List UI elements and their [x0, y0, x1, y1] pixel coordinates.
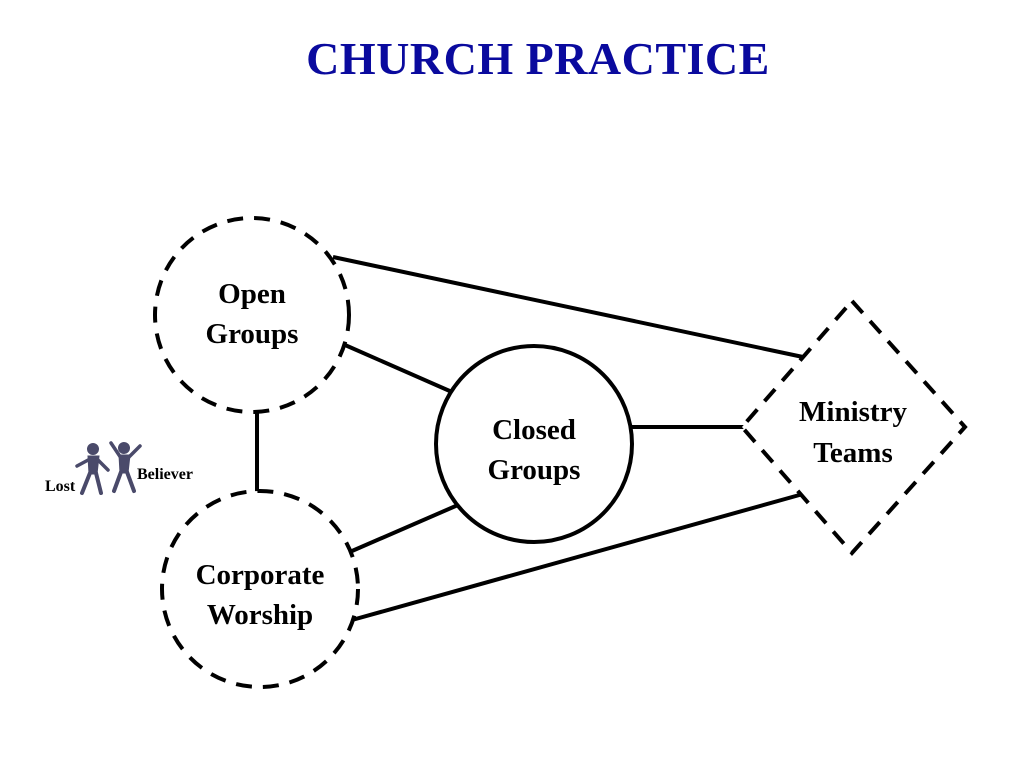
corporate-worship-node: Corporate Worship [160, 489, 360, 689]
connector-worship-to-closed [351, 503, 459, 553]
connector-open-to-closed [344, 343, 453, 394]
corporate-worship-label-line1: Corporate [196, 559, 325, 591]
open-groups-label-line2: Groups [206, 318, 299, 350]
connector-worship-to-ministry [351, 492, 804, 622]
lost-figure-icon [75, 443, 110, 495]
connector-open-to-ministry [332, 255, 804, 359]
open-groups-node: Open Groups [153, 216, 351, 414]
slide-title: CHURCH PRACTICE [306, 33, 770, 84]
ministry-teams-node: Ministry Teams [739, 297, 968, 557]
believer-label: Believer [137, 466, 193, 483]
closed-groups-node: Closed Groups [434, 344, 634, 544]
closed-groups-label-line1: Closed [492, 414, 576, 446]
closed-groups-label-line2: Groups [488, 454, 581, 486]
believer-figure-icon [109, 441, 142, 493]
ministry-teams-label-line2: Teams [813, 437, 893, 469]
lost-label: Lost [45, 478, 76, 495]
corporate-worship-label-line2: Worship [207, 599, 313, 631]
ministry-teams-label-line1: Ministry [799, 396, 907, 428]
open-groups-label-line1: Open [218, 278, 286, 310]
